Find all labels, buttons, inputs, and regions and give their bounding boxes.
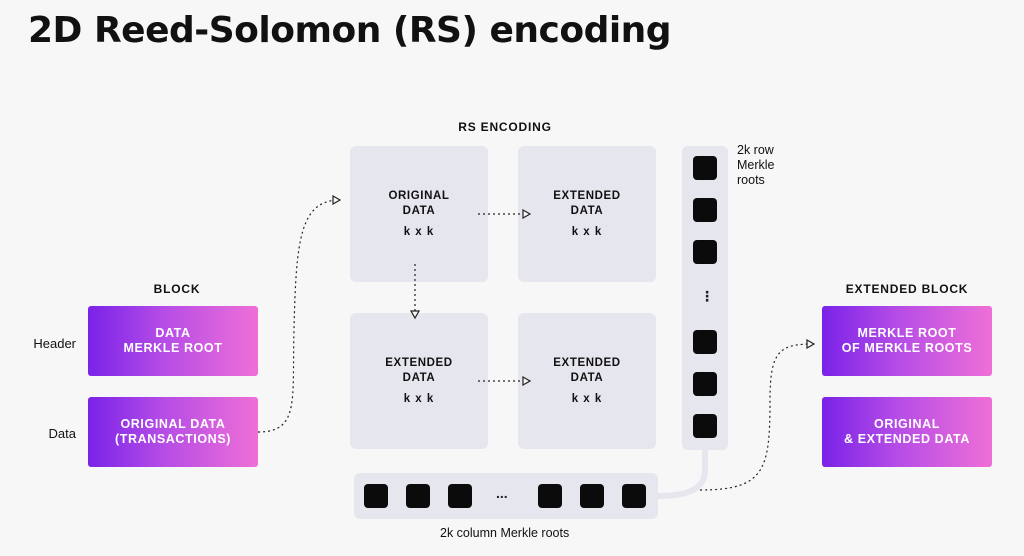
row-root-square	[693, 330, 717, 354]
column-root-square	[364, 484, 388, 508]
data-merkle-root-line1: DATA	[155, 326, 191, 340]
extended-tr-line2: DATA	[570, 204, 604, 217]
column-roots-ellipsis: ...	[496, 485, 508, 501]
arrow-roots-to-extended-block	[699, 344, 814, 491]
column-root-square	[622, 484, 646, 508]
oed-line2: & EXTENDED DATA	[844, 432, 970, 446]
column-root-square	[580, 484, 604, 508]
oed-line1: ORIGINAL	[874, 417, 940, 431]
extended-tr-line1: EXTENDED	[553, 189, 621, 202]
row-roots-ellipsis: ⋮	[700, 288, 714, 304]
original-data-box: ORIGINAL DATA (TRANSACTIONS)	[88, 397, 258, 467]
row-root-square	[693, 414, 717, 438]
column-root-square	[448, 484, 472, 508]
data-merkle-root-line2: MERKLE ROOT	[123, 341, 223, 355]
column-merkle-roots-panel: ...	[354, 473, 658, 519]
mrmr-line1: MERKLE ROOT	[857, 326, 957, 340]
extended-bl-line2: DATA	[402, 371, 436, 384]
original-quadrant-line1: ORIGINAL	[388, 189, 450, 202]
row-roots-label-line2: Merkle	[737, 158, 775, 172]
extended-br-line2: DATA	[570, 371, 604, 384]
extended-br-line1: EXTENDED	[553, 356, 621, 369]
original-quadrant-dim: k x k	[403, 225, 435, 238]
header-row-label: Header	[33, 336, 76, 351]
column-root-square	[406, 484, 430, 508]
extended-data-quadrant-bottom-right: EXTENDED DATA k x k	[518, 313, 656, 449]
extended-data-quadrant-top-right: EXTENDED DATA k x k	[518, 146, 656, 282]
row-merkle-roots-panel: ⋮	[682, 146, 728, 450]
row-roots-label-line1: 2k row	[737, 143, 774, 157]
merkle-root-of-merkle-roots-box: MERKLE ROOT OF MERKLE ROOTS	[822, 306, 992, 376]
original-data-quadrant: ORIGINAL DATA k x k	[350, 146, 488, 282]
extended-block-label: EXTENDED BLOCK	[845, 282, 969, 296]
arrow-data-to-rs	[257, 200, 340, 433]
block-label: BLOCK	[153, 282, 201, 296]
data-row-label: Data	[48, 426, 76, 441]
original-quadrant-line2: DATA	[402, 204, 436, 217]
row-root-square	[693, 240, 717, 264]
row-roots-label-line3: roots	[737, 173, 765, 187]
extended-data-quadrant-bottom-left: EXTENDED DATA k x k	[350, 313, 488, 449]
original-data-line1: ORIGINAL DATA	[120, 417, 226, 431]
data-merkle-root-box: DATA MERKLE ROOT	[88, 306, 258, 376]
original-extended-data-box: ORIGINAL & EXTENDED DATA	[822, 397, 992, 467]
row-roots-label: 2k row Merkle roots	[737, 143, 775, 188]
extended-bl-dim: k x k	[403, 392, 435, 405]
row-root-square	[693, 372, 717, 396]
row-root-square	[693, 156, 717, 180]
column-root-square	[538, 484, 562, 508]
merge-line-row-roots	[657, 450, 708, 499]
extended-br-dim: k x k	[571, 392, 603, 405]
rs-encoding-label: RS ENCODING	[458, 120, 552, 134]
column-roots-label: 2k column Merkle roots	[440, 526, 570, 540]
extended-tr-dim: k x k	[571, 225, 603, 238]
extended-bl-line1: EXTENDED	[385, 356, 453, 369]
original-data-line2: (TRANSACTIONS)	[114, 432, 232, 446]
page-title: 2D Reed-Solomon (RS) encoding	[28, 10, 672, 51]
row-root-square	[693, 198, 717, 222]
mrmr-line2: OF MERKLE ROOTS	[841, 341, 973, 355]
